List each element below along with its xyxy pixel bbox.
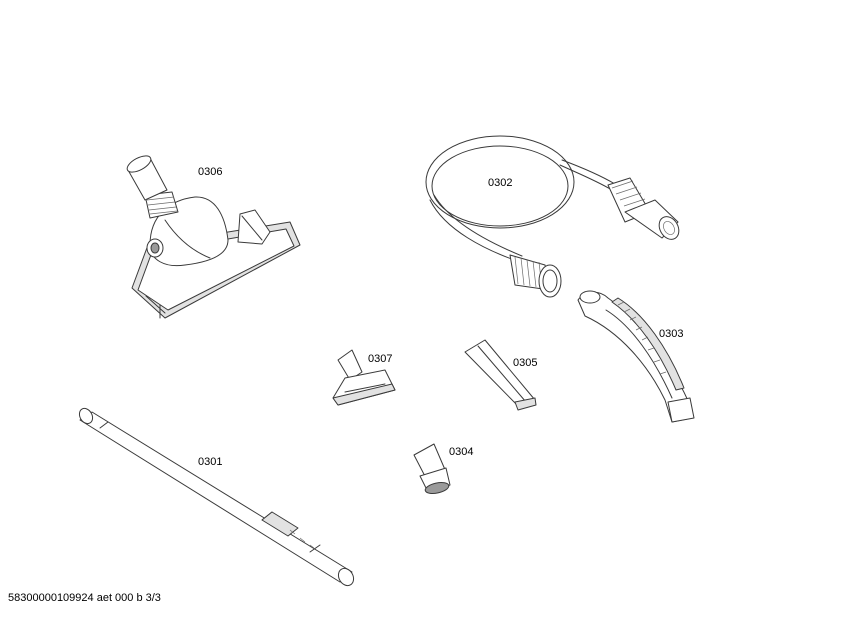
upholstery-tool-drawing [332, 349, 396, 406]
hose-drawing [425, 135, 680, 298]
small-nozzle-drawing [413, 443, 451, 494]
drawing-reference-number: 58300000109924 aet 000 b 3/3 [8, 592, 161, 604]
part-label-0301: 0301 [198, 456, 222, 468]
part-label-0306: 0306 [198, 166, 222, 178]
part-label-0303: 0303 [659, 328, 683, 340]
handle-drawing [577, 290, 695, 423]
part-label-0304: 0304 [449, 446, 473, 458]
telescopic-tube-drawing [78, 407, 355, 587]
part-label-0305: 0305 [513, 357, 537, 369]
floor-nozzle-drawing [126, 155, 301, 319]
part-label-0302: 0302 [488, 177, 512, 189]
crevice-tool-drawing [464, 339, 537, 411]
part-label-0307: 0307 [368, 353, 392, 365]
